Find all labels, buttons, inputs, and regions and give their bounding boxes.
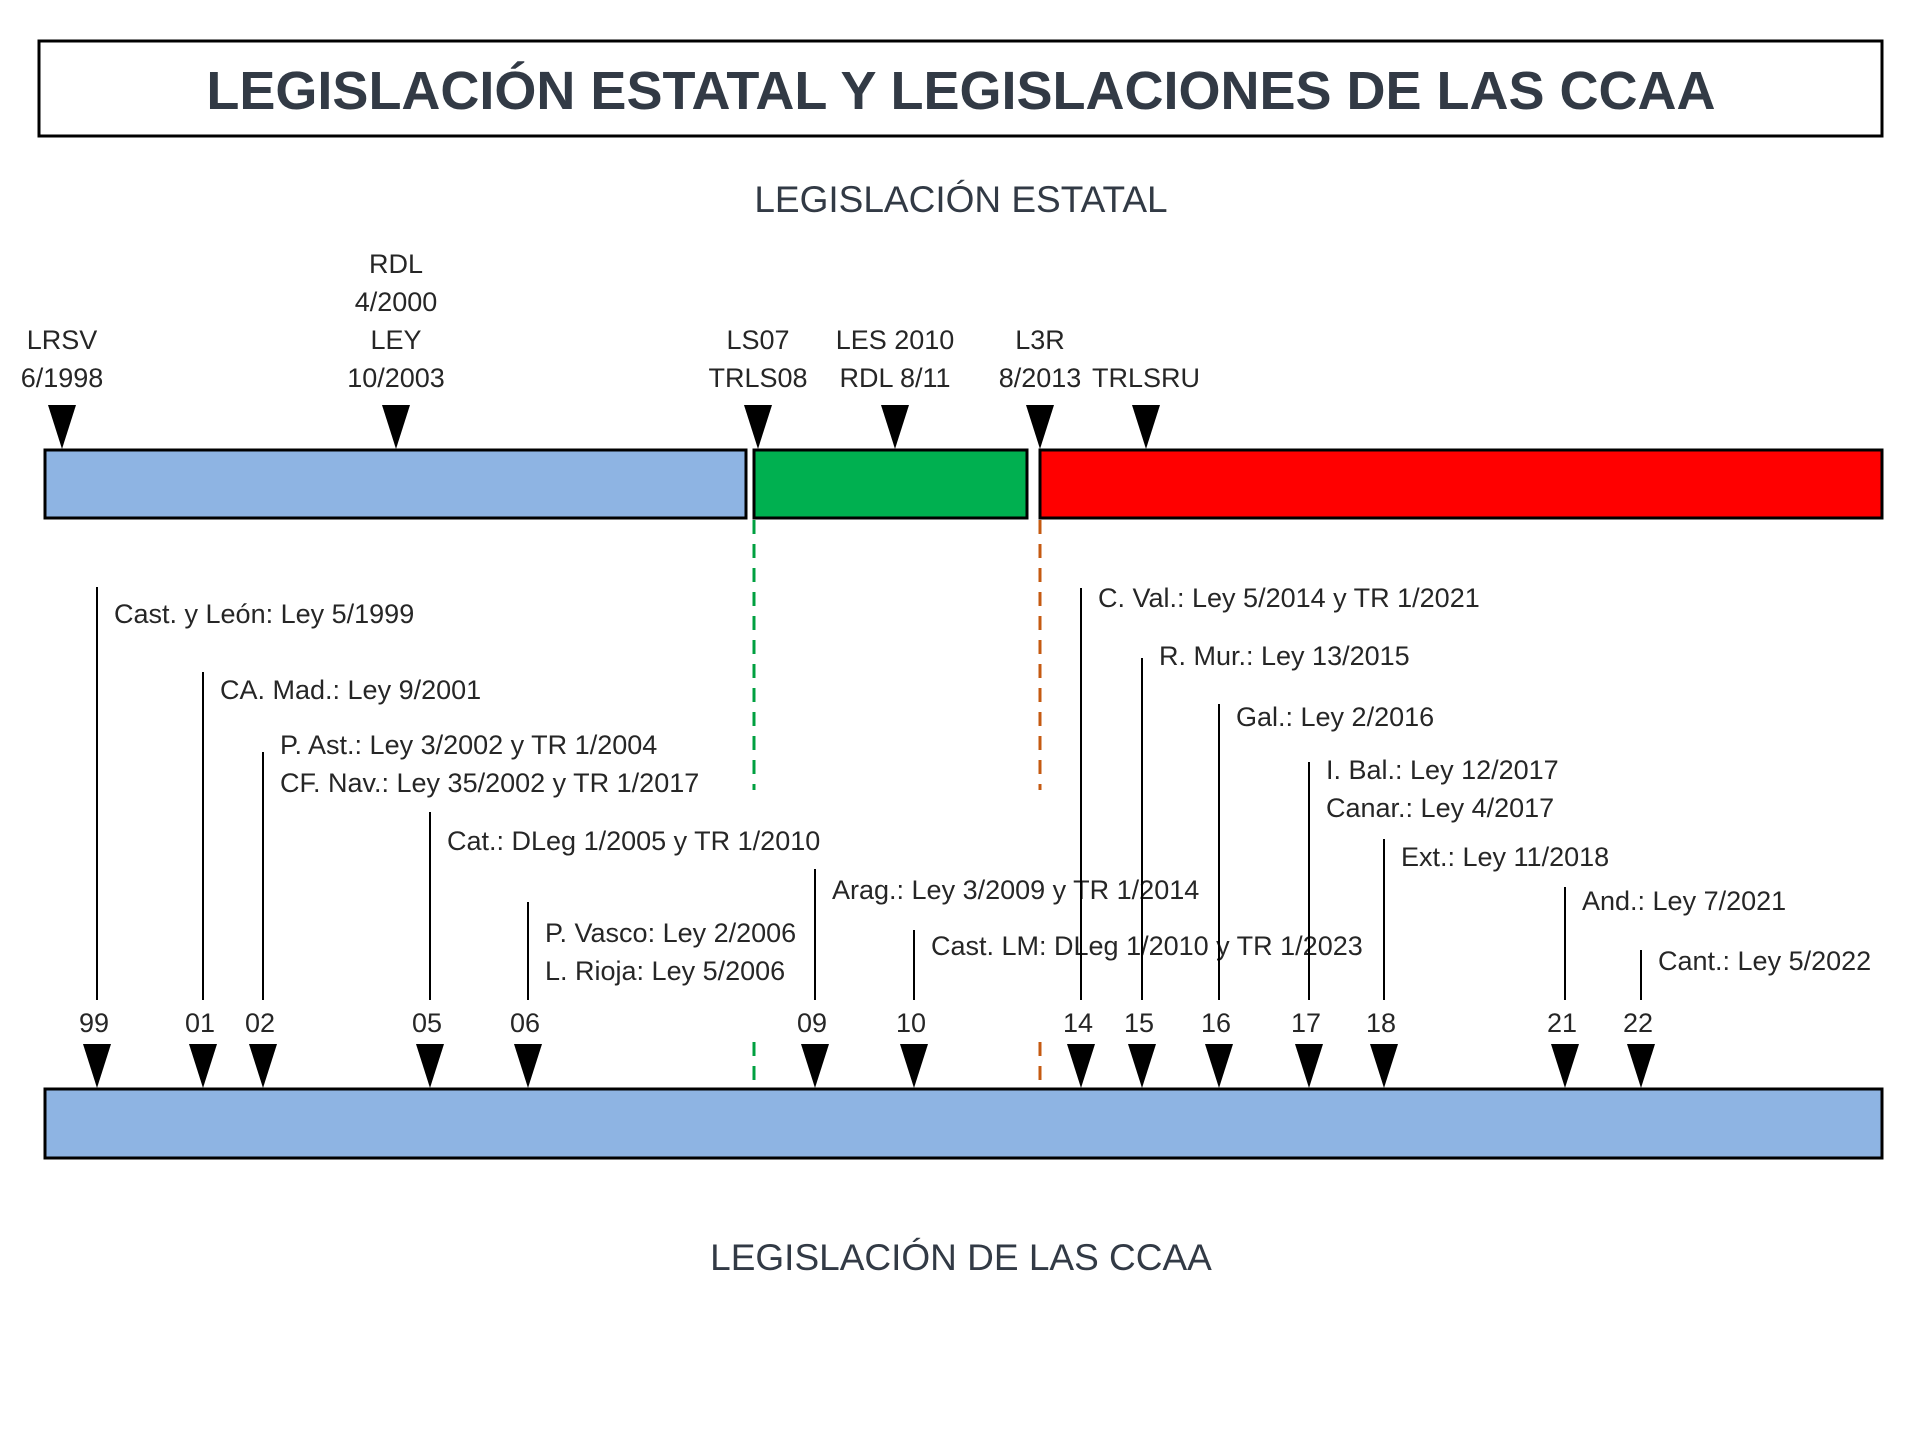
ccaa-law-label: I. Bal.: Ley 12/2017 xyxy=(1326,755,1559,785)
ccaa-year-label: 05 xyxy=(412,1008,442,1038)
ccaa-law-label: P. Ast.: Ley 3/2002 y TR 1/2004 xyxy=(280,730,657,760)
ccaa-law-label: Cast. LM: DLeg 1/2010 y TR 1/2023 xyxy=(931,931,1363,961)
ccaa-year-arrow xyxy=(249,1044,277,1088)
ccaa-legislation-group: Cast. y León: Ley 5/1999 99 CA. Mad.: Ley … xyxy=(43,583,1884,1160)
ccaa-law-label: Cat.: DLeg 1/2005 y TR 1/2010 xyxy=(447,826,820,856)
state-marker-les2010-arrow xyxy=(881,405,909,449)
ccaa-law-label: C. Val.: Ley 5/2014 y TR 1/2021 xyxy=(1098,583,1480,613)
ccaa-entry-01: CA. Mad.: Ley 9/2001 01 xyxy=(185,672,481,1088)
ccaa-year-label: 18 xyxy=(1366,1008,1396,1038)
ccaa-law-label: P. Vasco: Ley 2/2006 xyxy=(545,918,796,948)
ccaa-entry-21: And.: Ley 7/2021 21 xyxy=(1547,886,1786,1088)
ccaa-year-label: 15 xyxy=(1124,1008,1154,1038)
state-legislation-group: LRSV6/1998RDL4/2000LEY10/2003LS07TRLS08L… xyxy=(21,249,1884,1089)
ccaa-year-arrow xyxy=(1128,1044,1156,1088)
ccaa-year-arrow xyxy=(416,1044,444,1088)
ccaa-entry-05: Cat.: DLeg 1/2005 y TR 1/2010 05 xyxy=(412,812,820,1088)
state-section-title: LEGISLACIÓN ESTATAL xyxy=(754,179,1167,220)
ccaa-year-arrow xyxy=(1295,1044,1323,1088)
ccaa-year-arrow xyxy=(900,1044,928,1088)
ccaa-year-label: 02 xyxy=(245,1008,275,1038)
state-marker-rdl-ley-label: 10/2003 xyxy=(347,363,445,393)
state-marker-trlsru-arrow xyxy=(1132,405,1160,449)
ccaa-law-label: CA. Mad.: Ley 9/2001 xyxy=(220,675,481,705)
ccaa-year-arrow xyxy=(1067,1044,1095,1088)
state-marker-l3r-arrow xyxy=(1026,405,1054,449)
ccaa-year-arrow xyxy=(1370,1044,1398,1088)
period-2007-2013-bar xyxy=(752,448,1029,520)
state-marker-rdl-ley-label: LEY xyxy=(370,325,421,355)
ccaa-law-label: CF. Nav.: Ley 35/2002 y TR 1/2017 xyxy=(280,768,699,798)
ccaa-law-label: Canar.: Ley 4/2017 xyxy=(1326,793,1554,823)
ccaa-year-label: 99 xyxy=(79,1008,109,1038)
ccaa-year-label: 17 xyxy=(1291,1008,1321,1038)
ccaa-law-label: L. Rioja: Ley 5/2006 xyxy=(545,956,785,986)
title-box xyxy=(37,39,1884,138)
ccaa-law-label: Arag.: Ley 3/2009 y TR 1/2014 xyxy=(832,875,1199,905)
state-marker-rdl-ley-label: RDL xyxy=(369,249,423,279)
ccaa-entry-18: Ext.: Ley 11/2018 18 xyxy=(1366,839,1609,1088)
ccaa-law-label: Gal.: Ley 2/2016 xyxy=(1236,702,1434,732)
ccaa-entry-10: Cast. LM: DLeg 1/2010 y TR 1/2023 10 xyxy=(896,930,1363,1088)
ccaa-entry-09: Arag.: Ley 3/2009 y TR 1/2014 09 xyxy=(797,869,1199,1088)
ccaa-year-label: 06 xyxy=(510,1008,540,1038)
state-marker-ls07-arrow xyxy=(744,405,772,449)
ccaa-entry-99: Cast. y León: Ley 5/1999 99 xyxy=(79,587,414,1088)
ccaa-entry-16: Gal.: Ley 2/2016 16 xyxy=(1201,702,1434,1088)
ccaa-year-label: 09 xyxy=(797,1008,827,1038)
ccaa-law-label: Cant.: Ley 5/2022 xyxy=(1658,946,1871,976)
ccaa-year-label: 14 xyxy=(1063,1008,1093,1038)
period-1998-2007-bar xyxy=(43,448,748,520)
state-marker-les2010-label: RDL 8/11 xyxy=(839,363,950,393)
ccaa-law-label: Ext.: Ley 11/2018 xyxy=(1401,842,1609,872)
state-marker-ls07-label: LS07 xyxy=(726,325,789,355)
ccaa-year-arrow xyxy=(801,1044,829,1088)
ccaa-year-arrow xyxy=(514,1044,542,1088)
state-marker-rdl-ley-label: 4/2000 xyxy=(355,287,438,317)
state-marker-lrsv-label: 6/1998 xyxy=(21,363,104,393)
ccaa-year-arrow xyxy=(189,1044,217,1088)
state-marker-trlsru-label: TRLSRU xyxy=(1092,363,1200,393)
ccaa-year-label: 16 xyxy=(1201,1008,1231,1038)
ccaa-year-arrow xyxy=(1205,1044,1233,1088)
state-marker-ls07-label: TRLS08 xyxy=(708,363,807,393)
state-marker-l3r-label: 8/2013 xyxy=(999,363,1082,393)
ccaa-entry-14: C. Val.: Ley 5/2014 y TR 1/2021 14 xyxy=(1063,583,1480,1088)
ccaa-entry-15: R. Mur.: Ley 13/2015 15 xyxy=(1124,641,1410,1088)
ccaa-year-label: 10 xyxy=(896,1008,926,1038)
ccaa-law-label: And.: Ley 7/2021 xyxy=(1582,886,1786,916)
state-marker-rdl-ley-arrow xyxy=(382,405,410,449)
ccaa-year-arrow xyxy=(1551,1044,1579,1088)
state-marker-lrsv-label: LRSV xyxy=(27,325,98,355)
ccaa-year-label: 01 xyxy=(185,1008,215,1038)
period-2013-present-bar xyxy=(1038,448,1884,520)
state-marker-lrsv-arrow xyxy=(48,405,76,449)
ccaa-entry-22: Cant.: Ley 5/2022 22 xyxy=(1623,946,1871,1088)
ccaa-year-arrow xyxy=(1627,1044,1655,1088)
state-marker-les2010-label: LES 2010 xyxy=(836,325,955,355)
ccaa-timeline-bar xyxy=(43,1087,1884,1160)
ccaa-law-label: Cast. y León: Ley 5/1999 xyxy=(114,599,414,629)
ccaa-year-label: 21 xyxy=(1547,1008,1577,1038)
main-title: LEGISLACIÓN ESTATAL Y LEGISLACIONES DE L… xyxy=(206,61,1715,121)
ccaa-year-label: 22 xyxy=(1623,1008,1653,1038)
ccaa-law-label: R. Mur.: Ley 13/2015 xyxy=(1159,641,1410,671)
ccaa-year-arrow xyxy=(83,1044,111,1088)
state-marker-l3r-label: L3R xyxy=(1015,325,1065,355)
ccaa-entry-06: P. Vasco: Ley 2/2006 L. Rioja: Ley 5/2006… xyxy=(510,902,796,1088)
ccaa-section-title: LEGISLACIÓN DE LAS CCAA xyxy=(710,1237,1212,1278)
